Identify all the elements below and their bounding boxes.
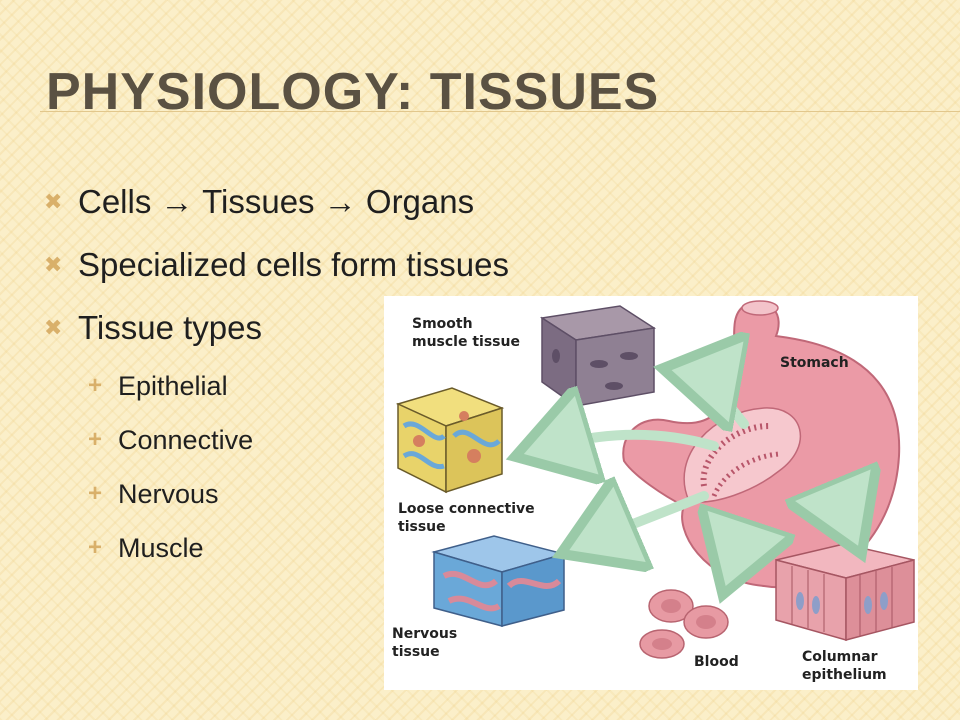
- label-nervous-1: Nervous: [392, 626, 457, 642]
- plus-bullet-icon: +: [88, 372, 103, 399]
- title-rule: [40, 111, 960, 112]
- connector-arrows: [534, 372, 854, 576]
- loose-connective-block: [395, 387, 505, 494]
- bullet-text: Cells → Tissues → Organs: [78, 182, 475, 220]
- x-bullet-icon: ✖: [44, 188, 63, 214]
- bullet-text: Tissue types: [78, 308, 263, 346]
- columnar-epithelium-block: [775, 543, 915, 641]
- sub-bullet-text: Connective: [118, 424, 254, 455]
- sub-bullet-text: Muscle: [118, 532, 204, 563]
- arrow-to-columnar: [814, 494, 854, 536]
- plus-bullet-icon: +: [88, 426, 103, 453]
- label-smooth-1: Smooth: [412, 316, 473, 332]
- x-bullet-icon: ✖: [44, 251, 63, 277]
- slide-title: Physiology: Tissues: [46, 63, 660, 121]
- sub-bullet-text: Nervous: [118, 478, 219, 509]
- bullet-item: ✖ Specialized cells form tissues: [44, 233, 509, 296]
- stomach-illustration: [622, 300, 901, 589]
- arrow-to-connective: [534, 435, 719, 451]
- blood-cells: [639, 589, 729, 659]
- label-nervous-2: tissue: [392, 644, 440, 660]
- bullet-item: ✖ Tissue types: [44, 296, 509, 359]
- sub-bullet-text: Epithelial: [118, 370, 228, 401]
- label-stomach: Stomach: [780, 355, 849, 371]
- bullet-item: ✖ Cells → Tissues → Organs: [44, 170, 509, 233]
- label-loose-2: tissue: [398, 519, 446, 535]
- x-bullet-icon: ✖: [44, 314, 63, 340]
- label-loose-1: Loose connective: [398, 501, 535, 517]
- plus-bullet-icon: +: [88, 534, 103, 561]
- nervous-block: [431, 535, 567, 627]
- smooth-muscle-block: [539, 305, 657, 408]
- tissue-diagram-svg: Smooth muscle tissue Stomach Loose conne…: [392, 300, 915, 683]
- bullet-text: Specialized cells form tissues: [78, 245, 509, 283]
- sub-bullet-item: + Nervous: [44, 467, 509, 521]
- label-columnar-1: Columnar: [802, 649, 878, 665]
- arrow-to-blood: [729, 526, 744, 576]
- tissue-diagram: Smooth muscle tissue Stomach Loose conne…: [384, 296, 918, 690]
- arrow-to-muscle: [682, 372, 744, 424]
- plus-bullet-icon: +: [88, 480, 103, 507]
- label-columnar-2: epithelium: [802, 667, 887, 683]
- arrow-to-nervous: [579, 496, 709, 546]
- sub-bullet-item: + Epithelial: [44, 359, 509, 413]
- bullet-list: ✖ Cells → Tissues → Organs ✖ Specialized c…: [44, 170, 509, 575]
- sub-bullet-item: + Connective: [44, 413, 509, 467]
- label-blood: Blood: [694, 654, 739, 670]
- sub-bullet-item: + Muscle: [44, 521, 509, 575]
- label-smooth-2: muscle tissue: [412, 334, 520, 350]
